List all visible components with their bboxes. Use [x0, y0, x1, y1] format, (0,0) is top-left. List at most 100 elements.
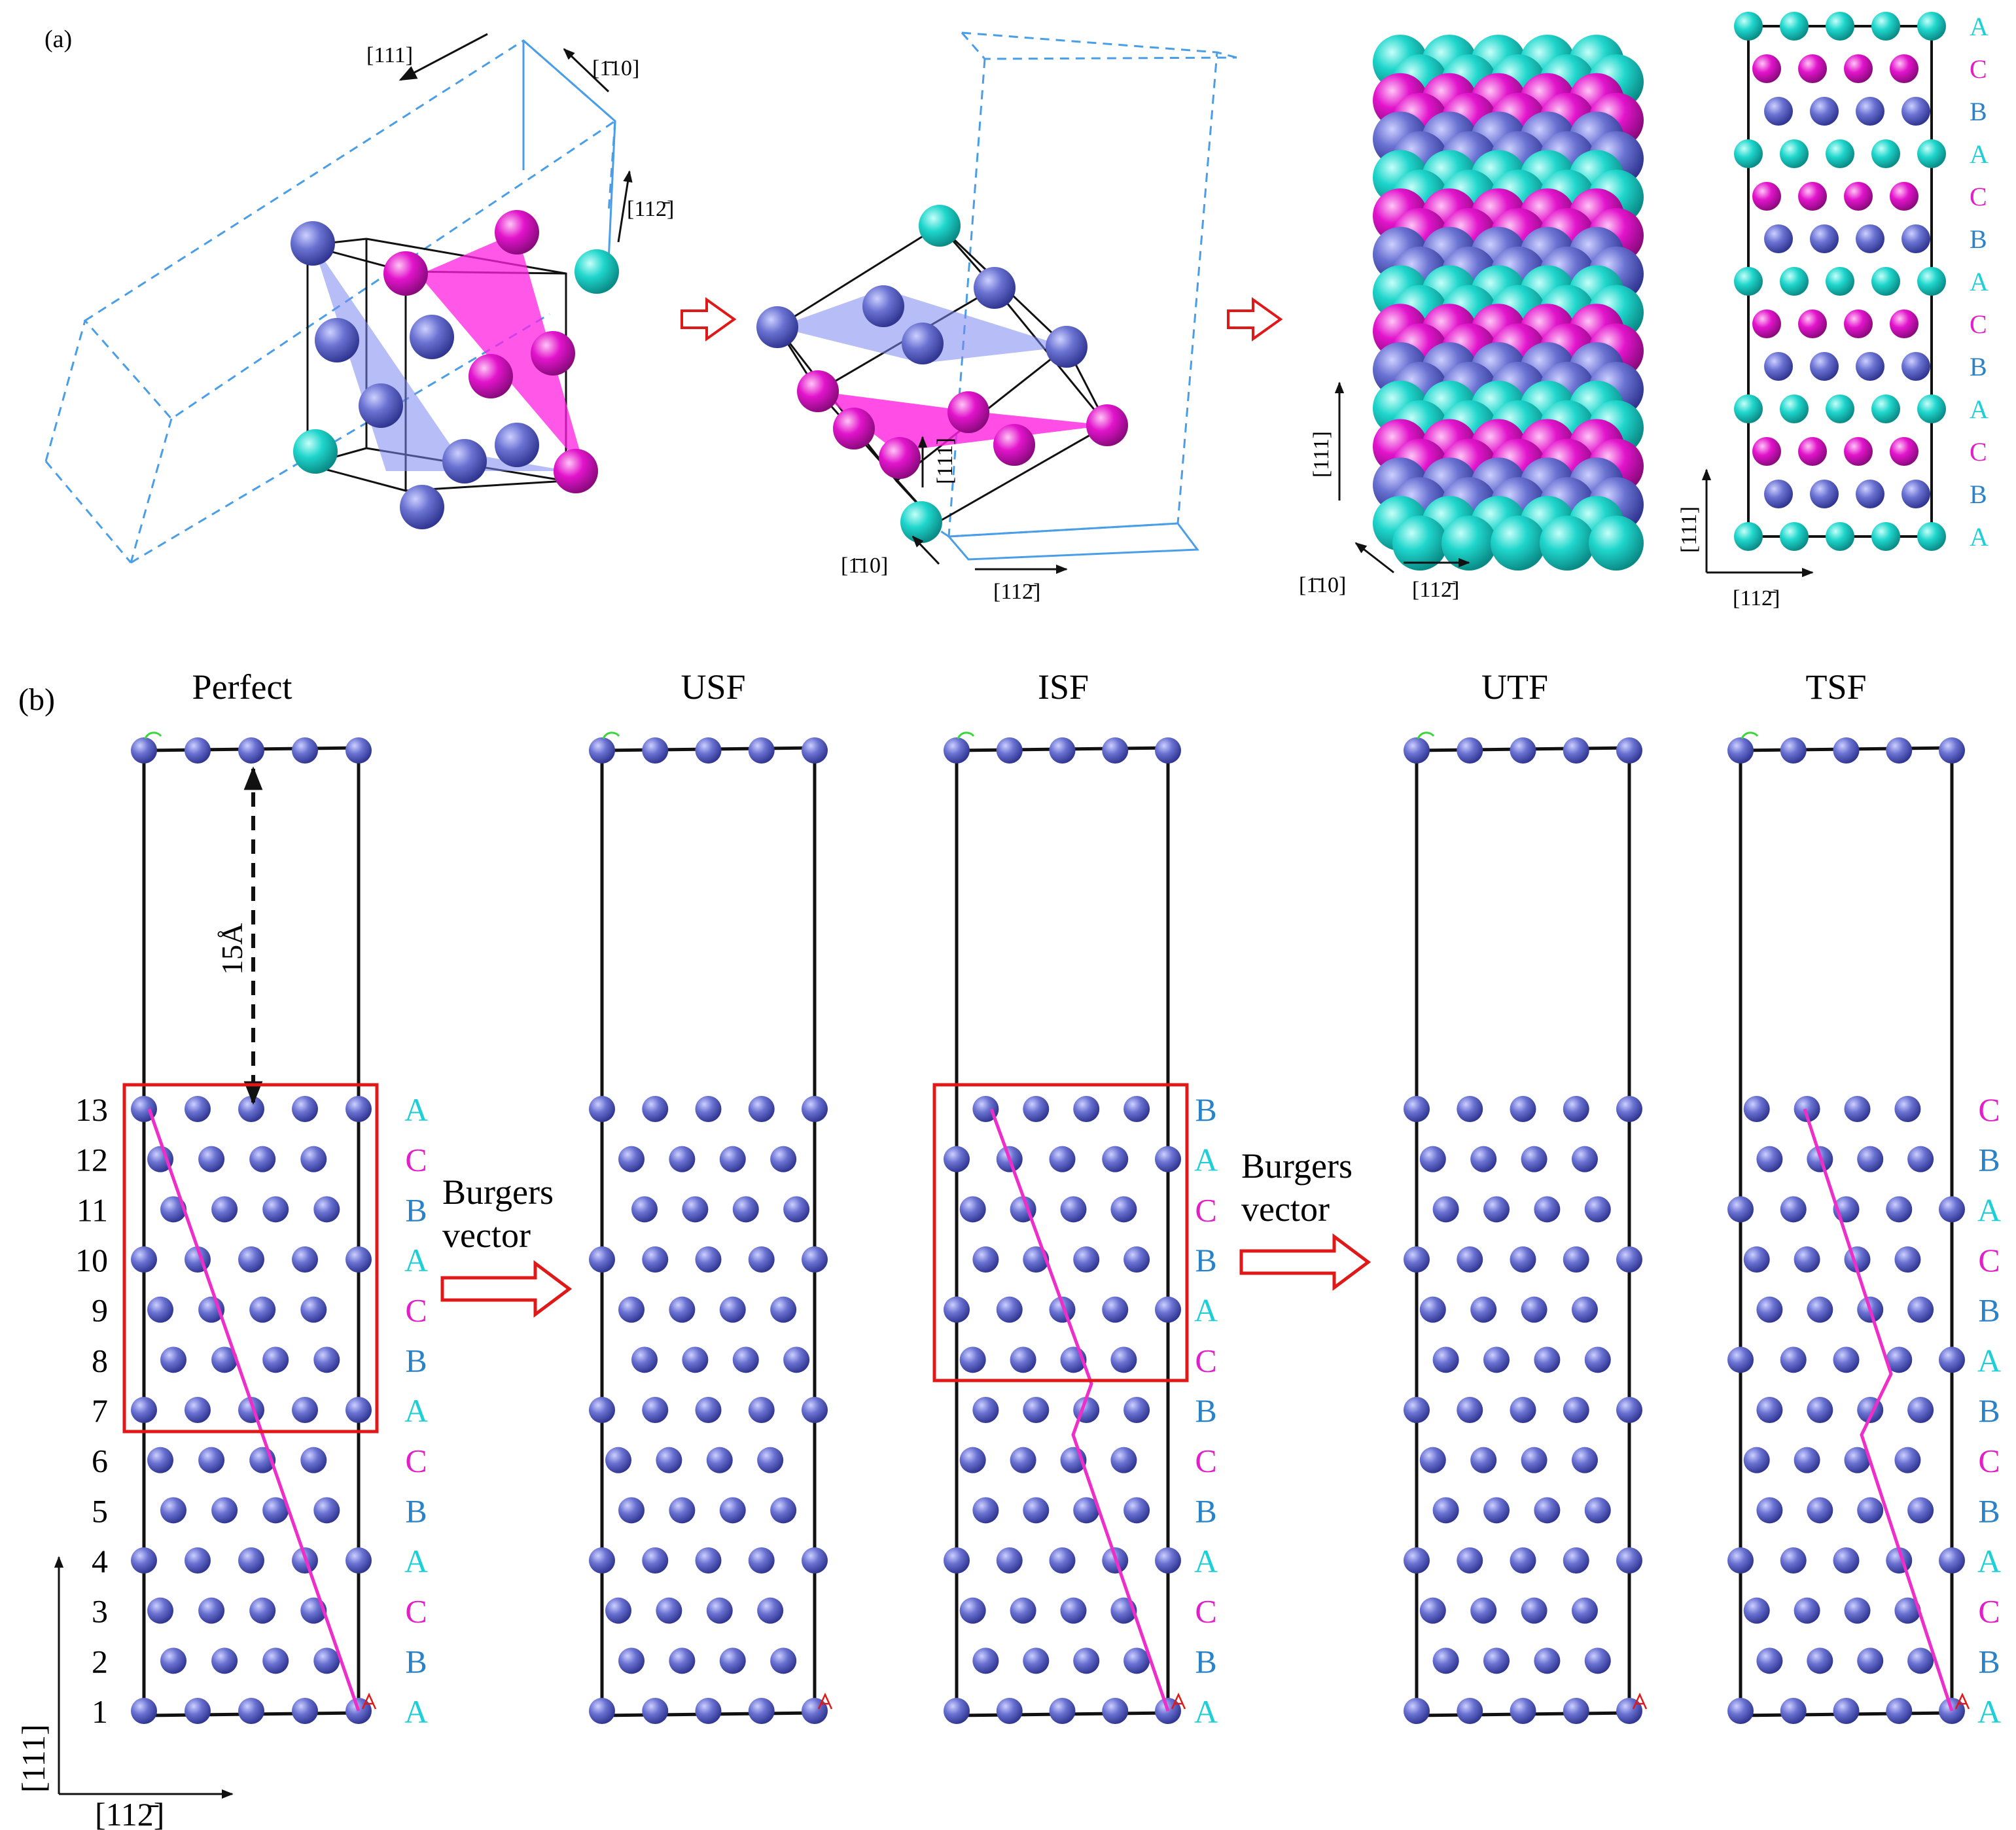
- projection-atom: [1890, 54, 1919, 83]
- slab-atom: [669, 1296, 696, 1323]
- rhombo-atom: [902, 323, 944, 364]
- stacking-letter: A: [404, 1392, 428, 1429]
- projection-atom: [1780, 522, 1809, 551]
- slab-atom: [1756, 1497, 1783, 1524]
- slab-atom: [198, 1597, 225, 1624]
- slab-atom: [1857, 1647, 1884, 1674]
- slab-atom: [996, 737, 1023, 764]
- slab-atom: [959, 1196, 986, 1223]
- slab-atom: [1780, 737, 1807, 764]
- slab-atom: [1102, 1698, 1129, 1724]
- slab-atom: [944, 1698, 970, 1724]
- slab-atom: [695, 1698, 722, 1724]
- slab-atom: [618, 1647, 645, 1674]
- label-m110-a1: [1̄10]: [592, 56, 639, 80]
- slab-atom: [1833, 737, 1860, 764]
- slab-atom: [1470, 1296, 1497, 1323]
- slab-atom: [1510, 1096, 1536, 1122]
- slab-atom: [313, 1647, 340, 1674]
- slab-atom: [1886, 1196, 1913, 1223]
- arrow-112-a1: [617, 170, 633, 243]
- slab-atom: [1886, 1698, 1913, 1724]
- slab-atom: [757, 1447, 784, 1473]
- projection-layer-label: B: [1970, 480, 1987, 509]
- slab-atom: [211, 1497, 238, 1524]
- burgers-trace-isf: [989, 1108, 1170, 1712]
- slab-atom: [160, 1346, 186, 1373]
- stacking-letter: C: [405, 1292, 427, 1329]
- cube-atom: [291, 221, 335, 266]
- slab-atom: [1419, 1146, 1446, 1172]
- slab-atom: [185, 1096, 211, 1122]
- title-isf: ISF: [1038, 667, 1089, 707]
- slab-atom: [695, 1096, 722, 1122]
- slab-atom: [1857, 1497, 1884, 1524]
- slab-atom: [682, 1196, 709, 1223]
- stacking-letter: B: [1195, 1242, 1216, 1278]
- slab-atom: [1110, 1346, 1137, 1373]
- projection-atom: [1826, 139, 1854, 168]
- slab-atom: [719, 1146, 746, 1172]
- slab-atom: [292, 1397, 318, 1423]
- layer-number: 1: [92, 1693, 108, 1730]
- slab-atom: [1907, 1647, 1934, 1674]
- slab-atom: [1123, 1096, 1150, 1122]
- slab-atom: [944, 1547, 970, 1574]
- slab-atom: [1060, 1196, 1087, 1223]
- slab-atom: [345, 1246, 372, 1273]
- rhombo-atom: [947, 391, 989, 433]
- stacking-letter: C: [1195, 1593, 1216, 1630]
- slab-atom: [1794, 1246, 1820, 1273]
- projection-atom: [1764, 352, 1793, 381]
- title-perfect: Perfect: [192, 667, 292, 707]
- slab-atom: [695, 737, 722, 764]
- cube-atom: [410, 315, 454, 359]
- projection-atom: [1810, 97, 1839, 126]
- slab-atom: [642, 1698, 669, 1724]
- slab-atom: [1432, 1647, 1459, 1674]
- slab-atom: [1794, 1447, 1820, 1473]
- slab-atom: [1939, 1346, 1965, 1373]
- stacking-letter: A: [1194, 1292, 1218, 1329]
- slab-atom: [147, 1597, 173, 1624]
- solid-supercell-edges-a1: [522, 39, 616, 262]
- slab-atom: [262, 1346, 289, 1373]
- slab-atom: [642, 737, 669, 764]
- projection-atom: [1826, 395, 1854, 423]
- projection-atom: [1856, 97, 1884, 126]
- slab-atom: [770, 1497, 797, 1524]
- slab-atom: [1073, 1246, 1100, 1273]
- axis-112-label-b: [112̄]: [95, 1796, 164, 1830]
- slab-atom: [1102, 1146, 1129, 1172]
- cube-atom: [469, 354, 513, 398]
- stacking-letter: C: [405, 1142, 427, 1178]
- slab-atom: [996, 1547, 1023, 1574]
- slab-atom: [1571, 1447, 1598, 1473]
- rhombo-atom: [833, 408, 875, 449]
- slab-atom: [669, 1146, 696, 1172]
- slab-atom: [1010, 1447, 1036, 1473]
- highlight-box-perfect: [122, 1083, 379, 1434]
- stacking-letter: B: [405, 1191, 427, 1228]
- slab-atom: [972, 1397, 999, 1423]
- axis-marker-a: [361, 1692, 377, 1710]
- slab-atom: [642, 1246, 669, 1273]
- stacking-letter: B: [405, 1492, 427, 1529]
- slab-atom: [1534, 1196, 1561, 1223]
- slab-atom: [300, 1146, 327, 1172]
- slab-atom: [345, 1096, 372, 1122]
- slab-atom: [1521, 1597, 1547, 1624]
- label-111-a3: [111]: [1309, 431, 1334, 478]
- slab-atom: [748, 1096, 775, 1122]
- projection-atom: [1780, 267, 1809, 296]
- axis-marker-a: [1954, 1692, 1970, 1710]
- slab-atom: [185, 1397, 211, 1423]
- slab-atom: [642, 1397, 669, 1423]
- slab-atom: [1404, 1397, 1430, 1423]
- slab-atom: [719, 1497, 746, 1524]
- slab-atom: [631, 1346, 658, 1373]
- rhombo-atom: [974, 267, 1016, 309]
- slab-atom: [944, 1146, 970, 1172]
